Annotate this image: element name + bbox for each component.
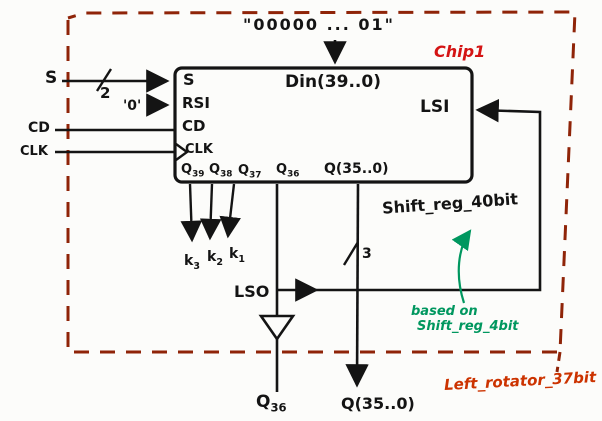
chip-port-lsi: LSI	[420, 97, 450, 117]
chip-port-s: S	[183, 70, 195, 89]
input-cd-label: CD	[28, 120, 50, 136]
clock-edge-wedge-icon	[175, 143, 190, 161]
input-s-label: S	[45, 68, 58, 88]
chip-pin-qbus: Q(35..0)	[324, 162, 389, 176]
based-on-text-line1: based on	[411, 304, 478, 319]
output-k3-label: k3	[184, 254, 200, 271]
s-bus-width-label: 2	[100, 84, 111, 102]
pin-base: Q(35..0)	[324, 161, 389, 177]
k-sub: 3	[193, 260, 200, 272]
q39-output-arrow	[180, 183, 203, 243]
pin-sub: 37	[249, 170, 262, 181]
pin-base: Q	[276, 162, 288, 177]
pin-sub: 36	[287, 169, 300, 180]
pin-base: Q	[209, 162, 221, 177]
buffer-triangle-icon	[258, 314, 296, 342]
pin-base: Q	[181, 162, 193, 177]
chip-pin-q37: Q37	[238, 164, 261, 180]
output-k1-label: k1	[229, 247, 245, 264]
k-base: k	[229, 246, 239, 262]
output-q36-label: Q36	[256, 394, 287, 414]
lso-label: LSO	[234, 282, 270, 301]
chip-pin-q36: Q36	[276, 163, 299, 179]
chip-port-clk: CLK	[185, 142, 213, 157]
chip-pin-q39: Q39	[181, 163, 204, 179]
qbus-output-wire	[345, 183, 369, 388]
chip-name-label: Chip1	[434, 42, 486, 61]
lsi-feedback-wire	[277, 98, 542, 292]
chip-pin-q38: Q38	[209, 163, 232, 179]
output-qbus-label: Q(35..0)	[341, 394, 415, 413]
pin-sub: 39	[192, 169, 205, 180]
s-bus-width-slash	[95, 68, 113, 92]
chip-port-cd: CD	[182, 117, 206, 135]
qbus-width-slash	[342, 241, 360, 266]
chip-port-rsi: RSI	[182, 94, 210, 112]
boundary-corner-overshoot	[555, 351, 562, 373]
k-sub: 2	[216, 256, 223, 268]
q36-base: Q	[256, 392, 271, 412]
q37-output-arrow	[219, 183, 241, 239]
chip-outline	[173, 66, 474, 184]
pin-base: Q	[238, 163, 250, 178]
q38-output-arrow	[199, 183, 222, 241]
design-boundary-dashed-border	[66, 10, 577, 354]
chip-port-din: Din(39..0)	[285, 72, 381, 92]
k-base: k	[184, 253, 194, 269]
pin-sub: 38	[220, 169, 233, 180]
q36-sub: 36	[270, 400, 287, 415]
rsi-constant-label: '0'	[123, 98, 142, 114]
input-clk-label: CLK	[20, 144, 48, 159]
output-k2-label: k2	[207, 250, 223, 267]
based-on-annotation-arrow	[451, 229, 472, 304]
based-on-text-line2: Shift_reg_4bit	[417, 319, 519, 334]
qbus-width-label: 3	[362, 246, 372, 262]
k-sub: 1	[238, 253, 245, 265]
k-base: k	[207, 249, 217, 265]
din-constant-value: "00000 ... 01"	[243, 15, 395, 34]
